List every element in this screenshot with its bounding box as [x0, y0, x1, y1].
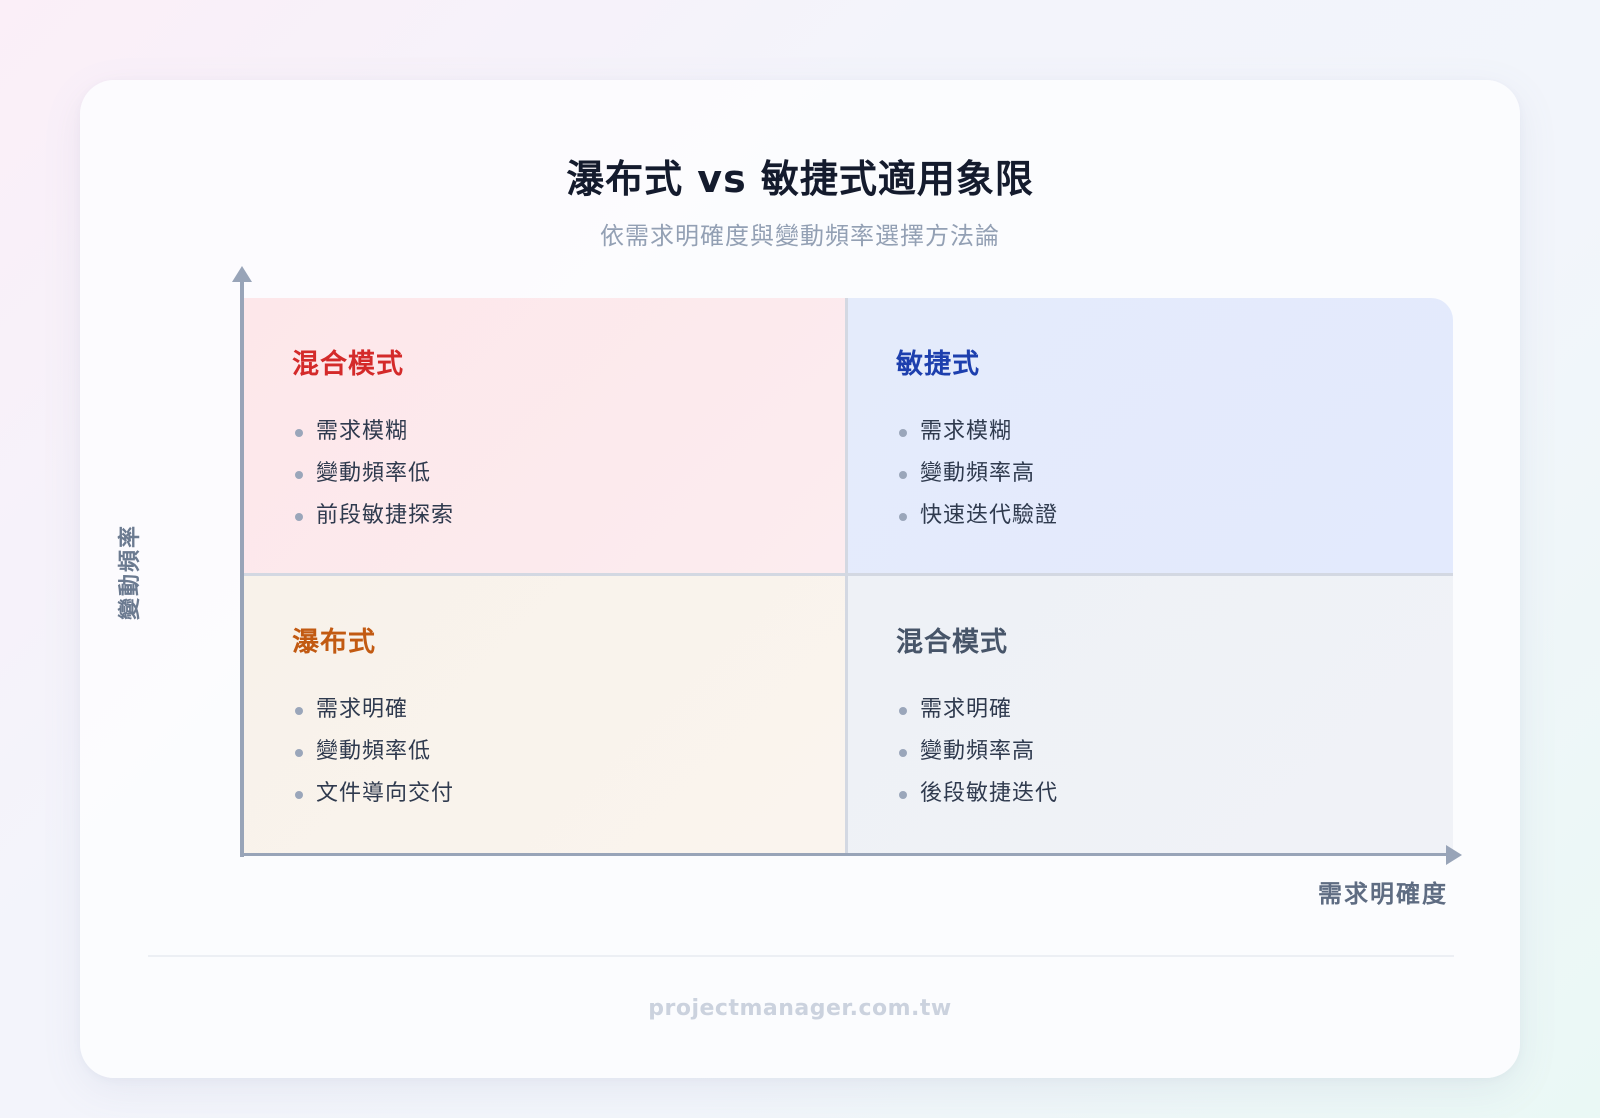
arrow-up-icon [232, 266, 252, 282]
quadrant-list: 需求明確 變動頻率低 文件導向交付 [292, 689, 845, 815]
list-item: 後段敏捷迭代 [896, 773, 1453, 815]
quadrant-list: 需求模糊 變動頻率低 前段敏捷探索 [292, 411, 845, 537]
x-axis-line [240, 853, 1450, 856]
quadrant-top-right: 敏捷式 需求模糊 變動頻率高 快速迭代驗證 [848, 298, 1453, 576]
list-item: 文件導向交付 [292, 773, 845, 815]
quadrant-list: 需求明確 變動頻率高 後段敏捷迭代 [896, 689, 1453, 815]
list-item: 前段敏捷探索 [292, 495, 845, 537]
footer-divider [148, 955, 1454, 957]
quadrant-bottom-right: 混合模式 需求明確 變動頻率高 後段敏捷迭代 [848, 576, 1453, 853]
list-item: 變動頻率高 [896, 731, 1453, 773]
list-item: 變動頻率低 [292, 731, 845, 773]
list-item: 需求模糊 [292, 411, 845, 453]
page-title: 瀑布式 vs 敏捷式適用象限 [566, 157, 1034, 201]
list-item: 變動頻率高 [896, 453, 1453, 495]
y-axis-line [240, 278, 244, 857]
list-item: 變動頻率低 [292, 453, 845, 495]
arrow-right-icon [1446, 845, 1462, 865]
quadrant-title: 混合模式 [292, 349, 404, 380]
quadrant-title: 瀑布式 [292, 627, 376, 658]
list-item: 需求明確 [292, 689, 845, 731]
x-axis-label: 需求明確度 [1318, 880, 1448, 908]
list-item: 需求明確 [896, 689, 1453, 731]
list-item: 快速迭代驗證 [896, 495, 1453, 537]
quadrant-list: 需求模糊 變動頻率高 快速迭代驗證 [896, 411, 1453, 537]
y-axis-label: 變動頻率 [118, 524, 143, 621]
list-item: 需求模糊 [896, 411, 1453, 453]
quadrant-title: 混合模式 [896, 627, 1008, 658]
quadrant-title: 敏捷式 [896, 349, 980, 380]
source-footer: projectmanager.com.tw [648, 996, 952, 1021]
page-subtitle: 依需求明確度與變動頻率選擇方法論 [600, 222, 1000, 250]
quadrant-bottom-left: 瀑布式 需求明確 變動頻率低 文件導向交付 [244, 576, 848, 853]
quadrant-top-left: 混合模式 需求模糊 變動頻率低 前段敏捷探索 [244, 298, 848, 576]
quadrant-grid: 混合模式 需求模糊 變動頻率低 前段敏捷探索 敏捷式 需求模糊 變動頻率高 快速… [244, 298, 1453, 853]
